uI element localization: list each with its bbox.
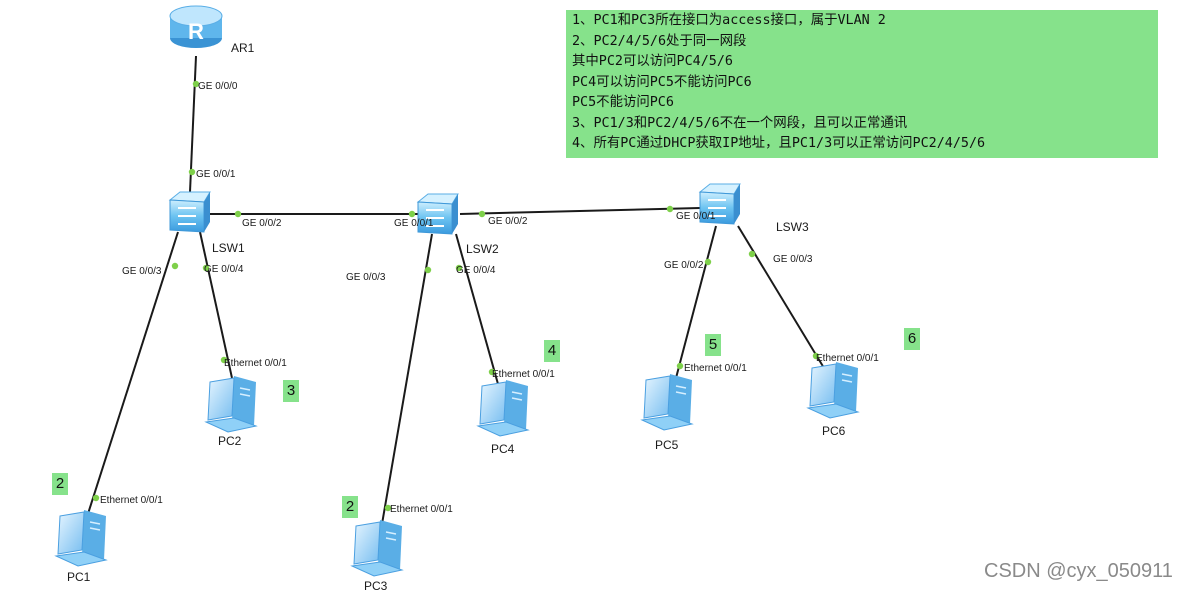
port-dot bbox=[424, 266, 432, 274]
port-label: GE 0/0/1 bbox=[394, 218, 434, 229]
label-ar1: AR1 bbox=[231, 41, 255, 55]
link-lsw1-pc2 bbox=[199, 231, 233, 379]
svg-text:R: R bbox=[188, 19, 204, 44]
port-dots bbox=[92, 80, 820, 512]
pc-icon bbox=[350, 520, 404, 577]
pc-pc2[interactable] bbox=[204, 376, 258, 433]
switch-icon bbox=[416, 193, 459, 235]
note-line: 其中PC2可以访问PC4/5/6 bbox=[572, 54, 733, 69]
port-dot bbox=[220, 356, 228, 364]
switch-lsw1[interactable] bbox=[168, 191, 211, 233]
pc-icon bbox=[806, 362, 860, 419]
port-dot bbox=[704, 258, 712, 266]
port-label: GE 0/0/2 bbox=[664, 260, 704, 271]
port-dot bbox=[202, 264, 210, 272]
watermark: CSDN @cyx_050911 bbox=[984, 560, 1173, 582]
label-pc3: PC3 bbox=[364, 579, 388, 591]
port-dot bbox=[188, 168, 196, 176]
port-label: Ethernet 0/0/1 bbox=[390, 504, 453, 515]
pc-pc4[interactable] bbox=[476, 380, 530, 437]
port-label: Ethernet 0/0/1 bbox=[492, 369, 555, 380]
port-labels: GE 0/0/0 GE 0/0/1 GE 0/0/2 GE 0/0/3 GE 0… bbox=[100, 81, 879, 515]
port-label: GE 0/0/1 bbox=[196, 169, 236, 180]
port-dot bbox=[234, 210, 242, 218]
note-line: 3、PC1/3和PC2/4/5/6不在一个网段，且可以正常通讯 bbox=[572, 115, 908, 131]
pc-pc5[interactable] bbox=[640, 374, 694, 431]
pc-icon bbox=[640, 374, 694, 431]
switch-icon bbox=[168, 191, 211, 233]
link-lsw3-pc6 bbox=[737, 225, 825, 369]
port-dot bbox=[408, 210, 416, 218]
port-dot bbox=[666, 205, 674, 213]
label-pc2: PC2 bbox=[218, 434, 242, 448]
label-lsw3: LSW3 bbox=[776, 220, 809, 234]
port-dot bbox=[384, 504, 392, 512]
switch-lsw3[interactable] bbox=[698, 183, 741, 225]
badge-pc5: 5 bbox=[705, 334, 721, 356]
port-label: GE 0/0/3 bbox=[122, 266, 162, 277]
note-line: PC4可以访问PC5不能访问PC6 bbox=[572, 74, 752, 90]
switch-lsw2[interactable] bbox=[416, 193, 459, 235]
device-labels: AR1 LSW1 LSW2 LSW3 PC1 PC2 PC3 PC4 PC5 P… bbox=[67, 41, 846, 591]
port-label: Ethernet 0/0/1 bbox=[100, 495, 163, 506]
badge-pc4: 4 bbox=[544, 340, 560, 362]
link-lsw3-pc5 bbox=[675, 225, 717, 379]
link-lsw2-pc3 bbox=[381, 233, 433, 525]
port-dot bbox=[171, 262, 179, 270]
link-lsw2-pc4 bbox=[455, 233, 499, 385]
label-lsw2: LSW2 bbox=[466, 242, 499, 256]
label-pc5: PC5 bbox=[655, 438, 679, 452]
pc-icon bbox=[204, 376, 258, 433]
port-dot bbox=[812, 352, 820, 360]
port-label: GE 0/0/2 bbox=[488, 216, 528, 227]
switch-icon bbox=[698, 183, 741, 225]
port-dot bbox=[192, 80, 200, 88]
port-dot bbox=[92, 494, 100, 502]
port-label: GE 0/0/0 bbox=[198, 81, 238, 92]
pc-pc3[interactable] bbox=[350, 520, 404, 577]
port-label: Ethernet 0/0/1 bbox=[224, 358, 287, 369]
label-pc4: PC4 bbox=[491, 442, 515, 456]
router-icon: R bbox=[169, 5, 223, 48]
router-ar1[interactable]: R bbox=[169, 5, 223, 48]
label-pc1: PC1 bbox=[67, 570, 91, 584]
port-label: GE 0/0/2 bbox=[242, 218, 282, 229]
port-label: GE 0/0/3 bbox=[346, 272, 386, 283]
pc-pc6[interactable] bbox=[806, 362, 860, 419]
badge-pc1: 2 bbox=[52, 473, 68, 495]
badge-pc6: 6 bbox=[904, 328, 920, 350]
note-line: PC5不能访问PC6 bbox=[572, 95, 674, 110]
port-dot bbox=[676, 362, 684, 370]
port-label: GE 0/0/4 bbox=[204, 264, 244, 275]
pc-icon bbox=[54, 510, 108, 567]
note-line: 4、所有PC通过DHCP获取IP地址，且PC1/3可以正常访问PC2/4/5/6 bbox=[572, 136, 986, 151]
label-lsw1: LSW1 bbox=[212, 241, 245, 255]
badge-pc3: 2 bbox=[342, 496, 358, 518]
requirements-note: 1、PC1和PC3所在接口为access接口，属于VLAN 2 2、PC2/4/… bbox=[566, 10, 1158, 158]
note-line: 2、PC2/4/5/6处于同一网段 bbox=[572, 33, 747, 49]
note-line: 1、PC1和PC3所在接口为access接口，属于VLAN 2 bbox=[572, 13, 886, 28]
port-label: GE 0/0/4 bbox=[456, 265, 496, 276]
link-lsw1-pc1 bbox=[85, 231, 179, 521]
port-label: GE 0/0/1 bbox=[676, 211, 716, 222]
link-lsw2-lsw3 bbox=[459, 207, 701, 215]
port-dot bbox=[748, 250, 756, 258]
port-dot bbox=[478, 210, 486, 218]
badge-pc2: 3 bbox=[283, 380, 299, 402]
links bbox=[85, 55, 825, 525]
port-dot bbox=[488, 368, 496, 376]
port-label: Ethernet 0/0/1 bbox=[816, 353, 879, 364]
port-label: Ethernet 0/0/1 bbox=[684, 363, 747, 374]
port-dot bbox=[455, 264, 463, 272]
pc-pc1[interactable] bbox=[54, 510, 108, 567]
label-pc6: PC6 bbox=[822, 424, 846, 438]
port-label: GE 0/0/3 bbox=[773, 254, 813, 265]
pc-icon bbox=[476, 380, 530, 437]
